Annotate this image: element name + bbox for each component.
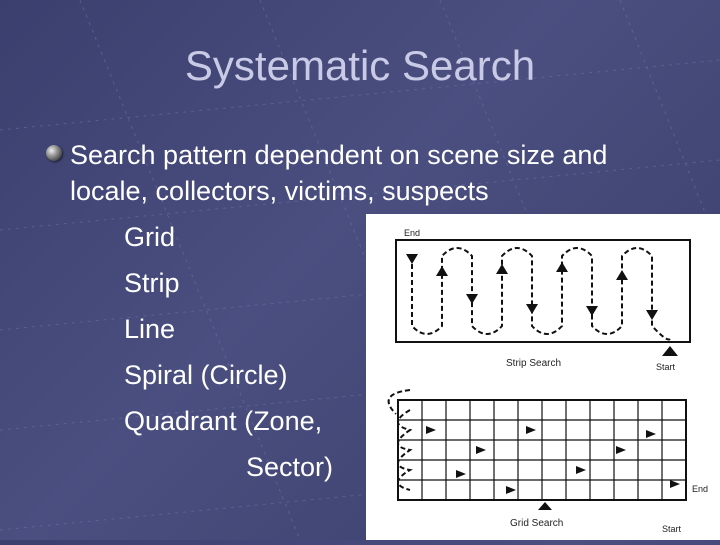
strip-search-box: [395, 239, 691, 343]
grid-end-label: End: [692, 484, 708, 494]
search-pattern-figure: End Strip Search Start: [366, 214, 720, 540]
grid-start-label: Start: [662, 524, 682, 534]
list-item-grid: Grid: [124, 222, 176, 252]
grid-lines: [398, 400, 686, 500]
search-diagram: End Strip Search Start: [387, 228, 708, 534]
list-item-strip: Strip: [124, 268, 180, 298]
bullet-text: Search pattern dependent on scene size a…: [70, 140, 608, 206]
grid-arrows: [426, 426, 680, 510]
bullet-icon: [46, 145, 62, 161]
slide-title: Systematic Search: [184, 42, 536, 89]
list-item-spiral: Spiral (Circle): [124, 360, 288, 390]
grid-search-path: [387, 389, 413, 491]
list-item-quadrant: Quadrant (Zone,: [124, 406, 323, 436]
strip-caption: Strip Search: [506, 358, 561, 369]
list-item-line: Line: [124, 314, 176, 344]
search-pattern-list: Grid Strip Line Spiral (Circle) Quadrant…: [124, 214, 333, 490]
list-item-sector: Sector): [246, 452, 334, 482]
strip-arrows: [406, 254, 678, 356]
strip-search-path: [411, 247, 671, 341]
grid-caption: Grid Search: [510, 518, 563, 529]
strip-start-label: Start: [656, 362, 676, 372]
strip-end-label: End: [404, 228, 420, 238]
